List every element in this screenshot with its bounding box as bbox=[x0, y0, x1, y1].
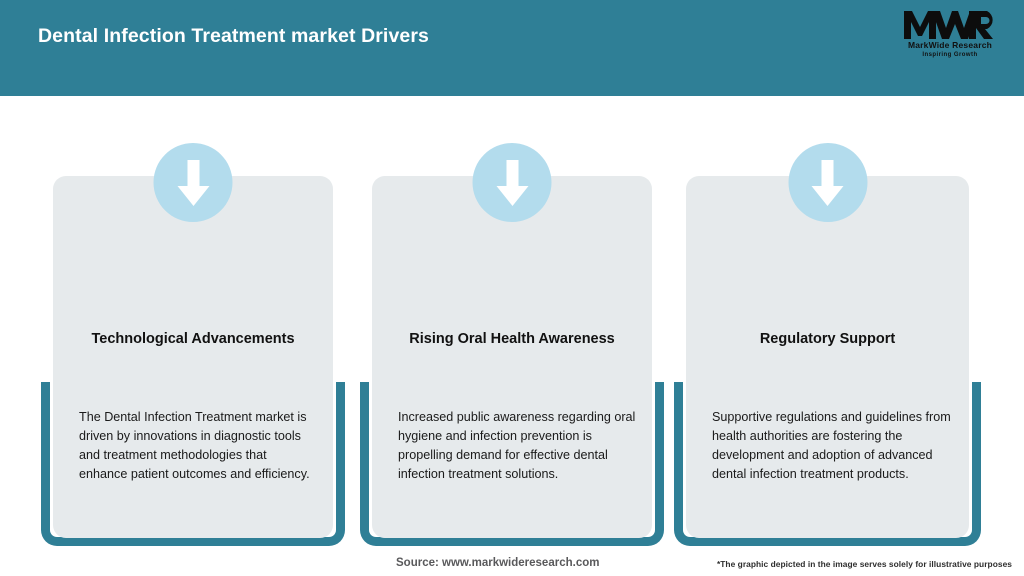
card-badge bbox=[472, 143, 552, 222]
arrow-down-icon bbox=[811, 159, 844, 206]
disclaimer-label: *The graphic depicted in the image serve… bbox=[716, 559, 1012, 569]
card-badge bbox=[788, 143, 867, 222]
driver-card-1[interactable]: Technological Advancements The Dental In… bbox=[41, 96, 345, 576]
card-body-panel: Rising Oral Health Awareness Increased p… bbox=[372, 176, 652, 538]
page-header: Dental Infection Treatment market Driver… bbox=[0, 0, 1024, 96]
driver-card-2[interactable]: Rising Oral Health Awareness Increased p… bbox=[360, 96, 664, 576]
drivers-section: Technological Advancements The Dental In… bbox=[0, 96, 1024, 576]
driver-card-3[interactable]: Regulatory Support Supportive regulation… bbox=[674, 96, 981, 576]
card-title: Regulatory Support bbox=[759, 331, 896, 347]
card-description: Increased public awareness regarding ora… bbox=[398, 410, 636, 482]
card-badge bbox=[153, 143, 233, 222]
card-body-panel: Technological Advancements The Dental In… bbox=[53, 176, 333, 538]
card-title: Technological Advancements bbox=[91, 331, 295, 347]
arrow-down-icon bbox=[177, 159, 209, 206]
brand-logo: MarkWide Research Inspiring Growth bbox=[894, 10, 1006, 62]
card-frame-accent bbox=[41, 382, 345, 546]
card-body-panel: Regulatory Support Supportive regulation… bbox=[686, 176, 969, 538]
card-description: Supportive regulations and guidelines fr… bbox=[712, 410, 951, 482]
logo-tagline: Inspiring Growth bbox=[922, 51, 978, 58]
card-description: The Dental Infection Treatment market is… bbox=[79, 410, 310, 482]
card-title: Rising Oral Health Awareness bbox=[409, 331, 615, 347]
card-frame-accent bbox=[674, 382, 981, 546]
page-title: Dental Infection Treatment market Driver… bbox=[38, 25, 429, 47]
source-label: Source: www.markwideresearch.com bbox=[396, 557, 600, 569]
arrow-down-icon bbox=[496, 159, 528, 206]
logo-company-name: MarkWide Research bbox=[907, 40, 993, 50]
mwr-logo-icon bbox=[904, 11, 993, 39]
card-frame-accent bbox=[360, 382, 664, 546]
